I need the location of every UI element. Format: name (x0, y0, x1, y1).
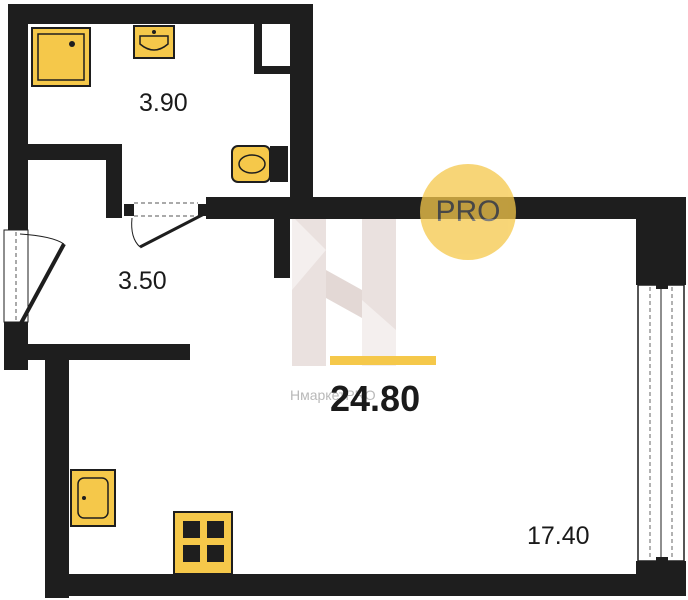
bathroom-door (124, 202, 208, 249)
pro-badge: PRO (420, 164, 516, 260)
bathroom-area-label: 3.90 (139, 89, 188, 117)
entrance-door (3, 229, 66, 326)
watermark-brand-text: НмаркетPRO (290, 387, 376, 403)
kitchen-sink-icon (70, 469, 116, 527)
pro-badge-text: PRO (435, 195, 501, 228)
total-area-label: 24.80 (330, 378, 421, 419)
window (637, 281, 685, 565)
watermark-logo (292, 216, 396, 366)
shower-icon (31, 27, 91, 87)
total-accent-bar (330, 356, 436, 365)
living-area-label: 17.40 (527, 522, 590, 550)
stove-icon (173, 511, 233, 575)
hallway-area-label: 3.50 (118, 267, 167, 295)
toilet-icon (231, 145, 288, 183)
bathroom-sink-icon (133, 25, 175, 59)
